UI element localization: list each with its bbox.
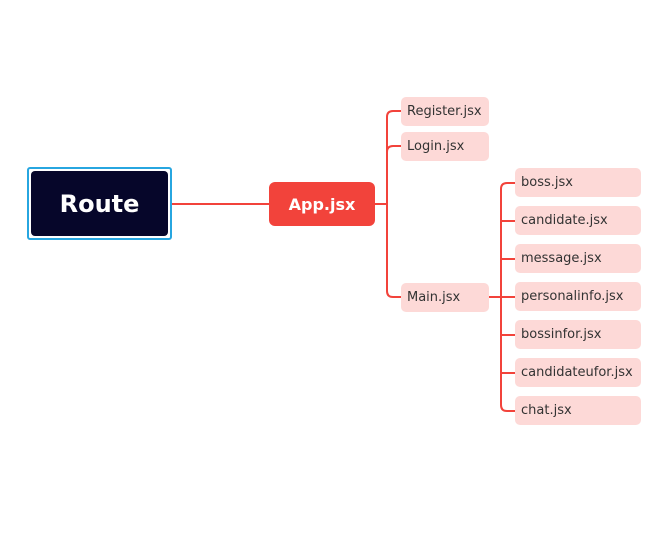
app-jsx-node[interactable]: App.jsx [269,182,375,226]
root-node[interactable]: Route [27,167,172,240]
main-jsx-node[interactable]: Main.jsx [401,283,489,312]
chat-jsx-node[interactable]: chat.jsx [515,396,641,425]
connector-register [386,110,401,118]
candidate-jsx-node[interactable]: candidate.jsx [515,206,641,235]
register-jsx-node[interactable]: Register.jsx [401,97,489,126]
message-jsx-node[interactable]: message.jsx [515,244,641,273]
candidateufor-jsx-node[interactable]: candidateufor.jsx [515,358,641,387]
boss-jsx-node[interactable]: boss.jsx [515,168,641,197]
bossinfor-jsx-node[interactable]: bossinfor.jsx [515,320,641,349]
login-jsx-node[interactable]: Login.jsx [401,132,489,161]
connector-child-6 [500,404,515,412]
personalinfo-jsx-node[interactable]: personalinfo.jsx [515,282,641,311]
connector-child-0 [500,182,515,190]
connector-main [386,290,401,298]
root-node-label: Route [31,171,168,236]
connector-login [386,145,401,153]
